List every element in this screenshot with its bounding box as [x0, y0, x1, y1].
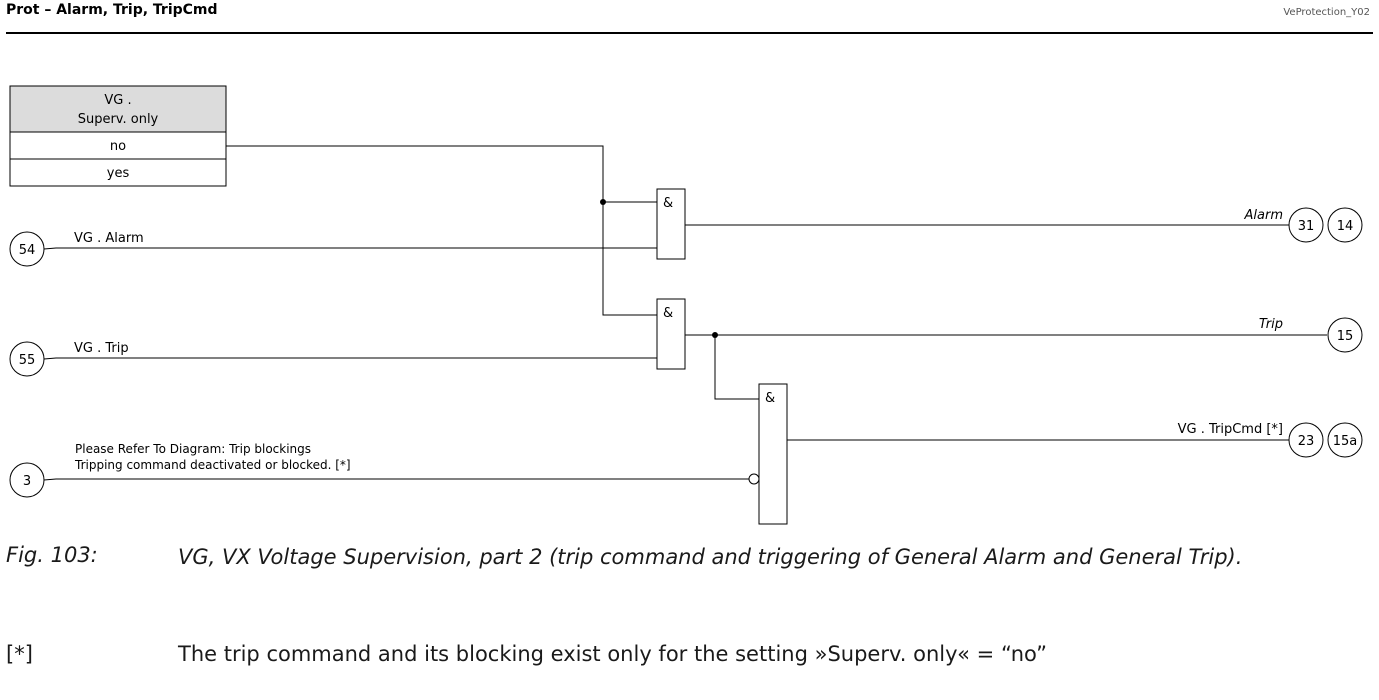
setting-option-yes	[9, 158, 227, 187]
wire-trip-to-and3	[714, 335, 759, 400]
and-gate-trip: &	[656, 298, 686, 370]
diagram-title: Prot – Alarm, Trip, TripCmd	[6, 2, 218, 18]
wire-superv-no	[226, 145, 657, 316]
input-node-alarm-id: 54	[19, 243, 36, 258]
logic-diagram: Prot – Alarm, Trip, TripCmd VeProtection…	[6, 2, 1373, 525]
input-node-trip-id: 55	[19, 353, 36, 368]
junction-dot	[600, 199, 606, 205]
and-symbol: &	[765, 391, 775, 406]
output-node-alarm-b	[1327, 207, 1363, 243]
output-node-alarm-a	[1288, 207, 1324, 243]
footnote-text: The trip command and its blocking exist …	[178, 642, 1047, 666]
input-label-block-line2: Tripping command deactivated or blocked.…	[74, 458, 351, 472]
output-label-trip: Trip	[1259, 317, 1283, 332]
setting-option-no	[9, 131, 227, 160]
figure-number: Fig. 103:	[6, 543, 98, 567]
setting-option-yes-label: yes	[107, 166, 130, 181]
setting-name-line2: Superv. only	[78, 112, 159, 127]
and-symbol: &	[663, 306, 673, 321]
input-label-alarm: VG . Alarm	[74, 231, 144, 246]
output-node-tripcmd-b	[1327, 422, 1363, 458]
diagram-code: VeProtection_Y02	[1283, 7, 1370, 18]
figure-caption-text: VG, VX Voltage Supervision, part 2 (trip…	[178, 545, 1243, 569]
setting-table: VG . Superv. only no yes	[9, 85, 227, 187]
inverter-bubble	[748, 473, 760, 485]
svg-text:15a: 15a	[1333, 434, 1358, 449]
setting-name-line1: VG .	[104, 93, 131, 108]
output-label-alarm: Alarm	[1244, 208, 1283, 223]
wires	[66, 145, 1327, 480]
svg-text:14: 14	[1337, 219, 1354, 234]
junction-dot	[712, 332, 718, 338]
input-label-block-line1: Please Refer To Diagram: Trip blockings	[75, 442, 311, 456]
svg-text:23: 23	[1298, 434, 1315, 449]
and-symbol: &	[663, 196, 673, 211]
output-node-trip	[1327, 317, 1363, 353]
and-gate-alarm: &	[656, 188, 686, 260]
input-label-trip: VG . Trip	[74, 341, 129, 356]
setting-option-no-label: no	[110, 139, 126, 154]
output-label-tripcmd: VG . TripCmd [*]	[1178, 422, 1283, 437]
output-node-tripcmd-a	[1288, 422, 1324, 458]
svg-text:31: 31	[1298, 219, 1315, 234]
footnote-marker: [*]	[6, 642, 33, 666]
input-node-block-id: 3	[23, 474, 31, 489]
and-gate-tripcmd: &	[758, 383, 788, 525]
svg-text:15: 15	[1337, 329, 1354, 344]
